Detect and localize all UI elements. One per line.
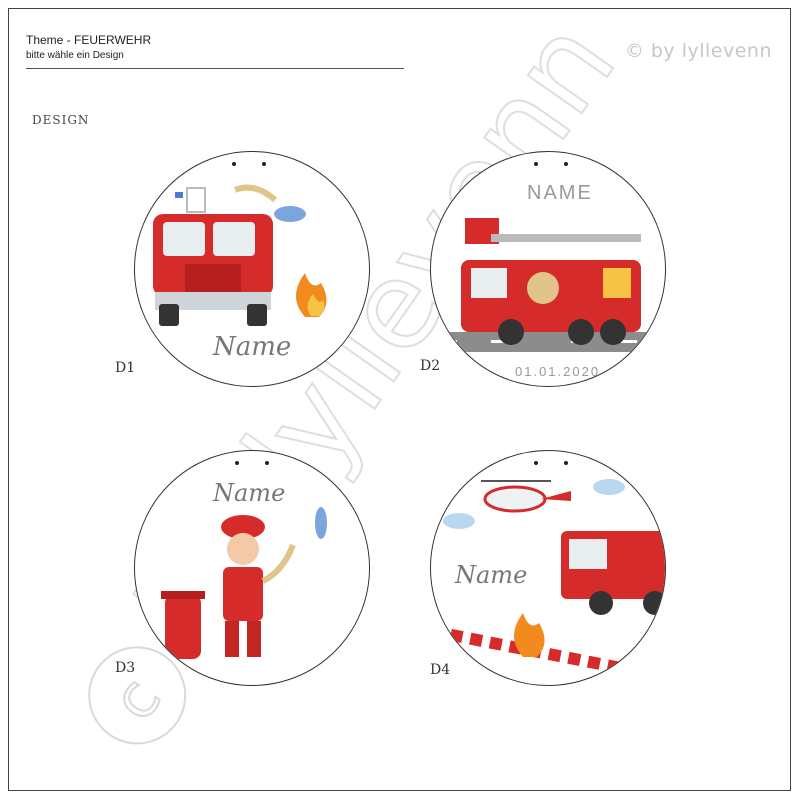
ladder-truck-illustration: [431, 218, 665, 352]
hang-hole: [534, 162, 538, 166]
hang-hole: [232, 162, 236, 166]
design-d3-disc[interactable]: Name: [134, 450, 370, 686]
hang-hole: [262, 162, 266, 166]
section-label: DESIGN: [32, 113, 90, 127]
hang-hole: [235, 461, 239, 465]
design-d4-label: D4: [430, 662, 451, 678]
hang-hole: [564, 162, 568, 166]
name-placeholder: Name: [213, 479, 286, 507]
copyright-notice: © by lyllevenn: [624, 40, 772, 62]
hang-hole: [564, 461, 568, 465]
page-frame: [8, 8, 791, 791]
theme-subtitle: bitte wähle ein Design: [26, 50, 124, 61]
hang-hole: [265, 461, 269, 465]
name-placeholder: Name: [455, 561, 528, 589]
header-divider: [26, 68, 404, 69]
theme-title: Theme - FEUERWEHR: [26, 33, 152, 47]
hang-hole: [534, 461, 538, 465]
design-d1-disc[interactable]: Name: [134, 151, 370, 387]
design-d2-label: D2: [420, 358, 441, 374]
name-placeholder: Name: [213, 332, 292, 362]
design-d4-disc[interactable]: Name: [430, 450, 666, 686]
name-placeholder: NAME: [527, 182, 593, 204]
helicopter-truck-illustration: [431, 479, 665, 683]
design-d1-label: D1: [115, 360, 136, 376]
date-placeholder: 01.01.2020: [515, 364, 601, 379]
firefighter-illustration: [161, 507, 327, 659]
fire-truck-illustration: [153, 184, 327, 326]
design-d3-label: D3: [115, 660, 136, 676]
design-d2-disc[interactable]: NAME 01.01.2020: [430, 151, 666, 387]
